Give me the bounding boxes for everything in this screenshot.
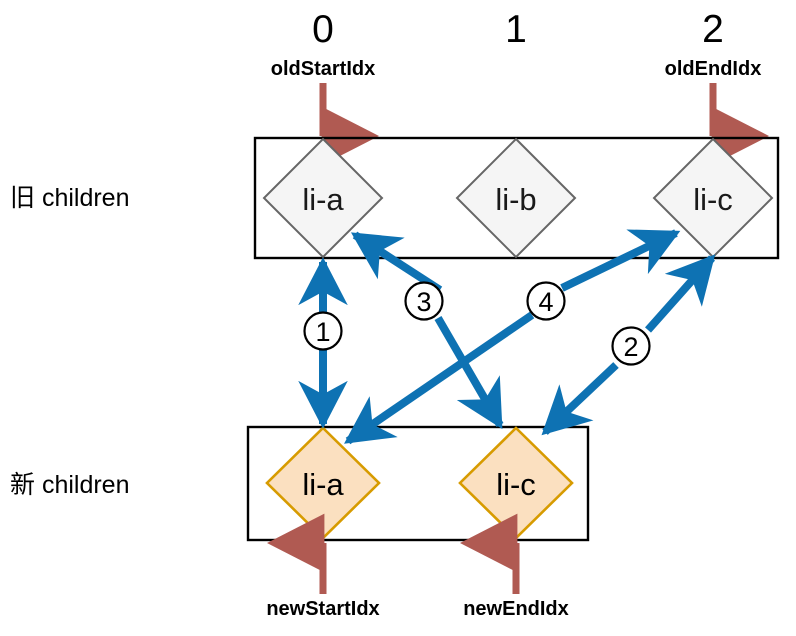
step-2-circle [611,326,651,366]
old-node-li-c-label: li-c [693,182,733,217]
bottom-pointer-labels: newStartIdx newEndIdx [266,598,568,620]
old-node-li-c[interactable]: li-c [652,137,774,259]
label-new-end-idx: newEndIdx [463,598,569,620]
step-3-arrow-to-old-li-a [350,231,443,294]
new-children-row: 新 children li-a li-c [10,425,590,542]
label-old-start-idx: oldStartIdx [271,58,375,80]
old-node-li-b[interactable]: li-b [455,137,577,259]
step-badge-1: 1 [303,311,343,351]
new-children-label: 新 children [10,471,130,499]
step-1-circle [303,311,343,351]
old-node-li-a-diamond [262,137,384,259]
index-numbers: 0 1 2 [312,8,724,51]
comparison-arrows [298,229,716,445]
step-3-number: 3 [416,287,431,317]
step-4-arrow-to-old-li-c [560,229,681,292]
step-2-number: 2 [623,332,638,362]
old-children-row: 旧 children li-a li-b li-c [10,136,780,260]
old-node-li-b-label: li-b [495,182,536,217]
new-node-li-a[interactable]: li-a [265,426,381,540]
top-pointer-labels: oldStartIdx oldEndIdx [271,58,762,80]
step-4-circle [526,281,566,321]
step-1-number: 1 [315,317,330,347]
step-2-arrow-to-old-li-c [645,254,716,333]
step-3-arrow-to-new-li-c [434,315,504,430]
new-node-li-c-label: li-c [496,467,536,502]
step-4-arrow-to-new-li-a [344,311,535,445]
old-node-li-b-diamond [455,137,577,259]
old-children-label: 旧 children [10,184,130,212]
label-new-start-idx: newStartIdx [266,598,379,620]
new-node-li-a-label: li-a [302,467,344,502]
new-node-li-c[interactable]: li-c [458,426,574,540]
index-number-0: 0 [312,8,334,51]
top-pointer-arrows [319,83,769,166]
step-badges: 1 2 3 4 [303,281,651,366]
step-badge-4: 4 [526,281,566,321]
step-3-circle [404,281,444,321]
label-old-end-idx: oldEndIdx [665,58,762,80]
index-number-1: 1 [505,8,527,51]
old-node-li-a-label: li-a [302,182,344,217]
step-badge-2: 2 [611,326,651,366]
new-children-box [246,425,590,542]
bottom-pointer-arrows [267,513,520,594]
old-children-box [253,136,780,260]
step-badge-3: 3 [404,281,444,321]
old-node-li-a[interactable]: li-a [262,137,384,259]
index-number-2: 2 [702,8,724,51]
step-4-number: 4 [538,287,553,317]
step-2-arrow-to-new-li-c [541,362,619,436]
